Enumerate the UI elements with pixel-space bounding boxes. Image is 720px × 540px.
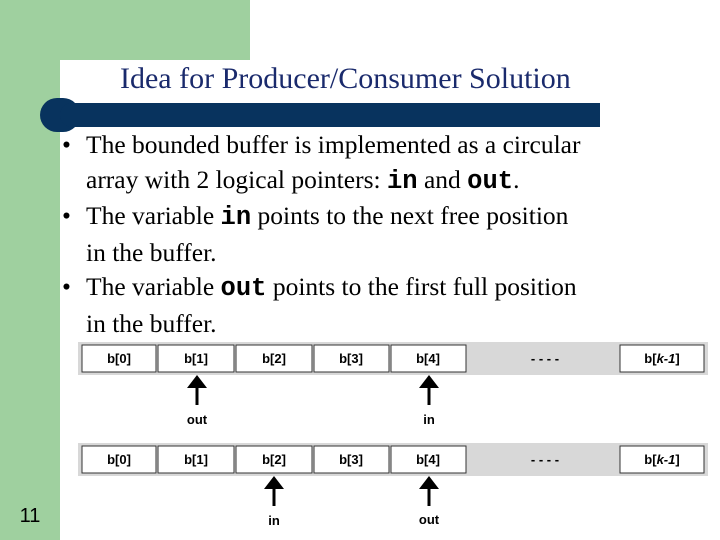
bullet-text: in the buffer. bbox=[86, 237, 217, 267]
cell-label-last: b[k-1] bbox=[644, 351, 679, 366]
bullet-text: The bounded buffer is implemented as a c… bbox=[86, 130, 581, 159]
pointer-arrow bbox=[187, 375, 207, 405]
cell-label: b[0] bbox=[107, 452, 131, 467]
pointer-label: in bbox=[268, 513, 280, 528]
buffer-cell-last bbox=[619, 445, 705, 474]
buffer-cell bbox=[235, 445, 313, 474]
buffer-cell bbox=[313, 344, 390, 373]
cell-label-last: b[k-1] bbox=[644, 452, 679, 467]
buffer-cell bbox=[81, 344, 157, 373]
title-underline-bar bbox=[60, 103, 600, 127]
cell-label: b[2] bbox=[262, 452, 286, 467]
pointer-arrow bbox=[419, 375, 439, 405]
bullet-dot: • bbox=[62, 130, 71, 159]
cell-label: b[4] bbox=[416, 351, 440, 366]
bullet-dot: • bbox=[62, 272, 71, 301]
bullet-dot: • bbox=[62, 201, 71, 230]
bullet-text: The variable bbox=[86, 272, 221, 301]
code-in: in bbox=[386, 166, 418, 196]
buffer-cell bbox=[235, 344, 313, 373]
buffer-cell bbox=[390, 344, 467, 373]
code-out: out bbox=[467, 166, 514, 196]
bullet-3-line-2: in the buffer. bbox=[86, 307, 717, 342]
bullet-text: and bbox=[417, 164, 468, 194]
bullet-1-line-2: array with 2 logical pointers: in and ou… bbox=[86, 163, 717, 200]
pointer-label: in bbox=[423, 412, 435, 427]
code-in: in bbox=[220, 203, 252, 232]
buffer-cell-last bbox=[619, 344, 705, 373]
cell-label: b[1] bbox=[184, 351, 208, 366]
cell-label: b[3] bbox=[339, 351, 363, 366]
bullet-3-line-1: The variable out points to the first ful… bbox=[86, 270, 717, 307]
bullet-1-line-1: The bounded buffer is implemented as a c… bbox=[86, 128, 717, 163]
cell-label: b[3] bbox=[339, 452, 363, 467]
bullet-text: array with 2 logical pointers: bbox=[86, 164, 387, 194]
buffer-cell bbox=[390, 445, 467, 474]
ellipsis: - - - - bbox=[531, 351, 559, 366]
bullet-list: • The bounded buffer is implemented as a… bbox=[62, 128, 717, 341]
cell-label: b[0] bbox=[107, 351, 131, 366]
buffer-cell bbox=[157, 344, 235, 373]
pointer-label: out bbox=[187, 412, 208, 427]
pointer-label: out bbox=[419, 512, 440, 527]
bullet-text: points to the next free position bbox=[251, 201, 569, 230]
green-left-band bbox=[0, 0, 60, 540]
bullet-text: in the buffer. bbox=[86, 308, 217, 338]
bullet-3: • The variable out points to the first f… bbox=[62, 270, 717, 341]
buffer-cell bbox=[313, 445, 390, 474]
bullet-text: The variable bbox=[86, 201, 221, 230]
cell-label: b[1] bbox=[184, 452, 208, 467]
bullet-2: • The variable in points to the next fre… bbox=[62, 199, 717, 270]
code-out: out bbox=[220, 274, 267, 303]
bullet-text: points to the first full position bbox=[266, 272, 577, 301]
cell-label: b[4] bbox=[416, 452, 440, 467]
bullet-text: . bbox=[513, 164, 520, 194]
page-number: 11 bbox=[19, 505, 41, 527]
bullet-1: • The bounded buffer is implemented as a… bbox=[62, 128, 717, 199]
buffer-cell bbox=[81, 445, 157, 474]
pointer-arrow bbox=[264, 476, 284, 506]
bullet-2-line-1: The variable in points to the next free … bbox=[86, 199, 717, 236]
green-top-band bbox=[60, 0, 250, 60]
buffer-bottom: b[0] b[1] b[2] b[3] b[4] - - - - b[k-1] … bbox=[78, 443, 708, 528]
ellipsis: - - - - bbox=[531, 452, 559, 467]
slide-title: Idea for Producer/Consumer Solution bbox=[120, 62, 571, 95]
buffer-top: b[0] b[1] b[2] b[3] b[4] - - - - b[k-1] … bbox=[78, 342, 708, 427]
cell-label: b[2] bbox=[262, 351, 286, 366]
buffer-cell bbox=[157, 445, 235, 474]
pointer-arrow bbox=[419, 476, 439, 506]
bullet-2-line-2: in the buffer. bbox=[86, 236, 717, 271]
